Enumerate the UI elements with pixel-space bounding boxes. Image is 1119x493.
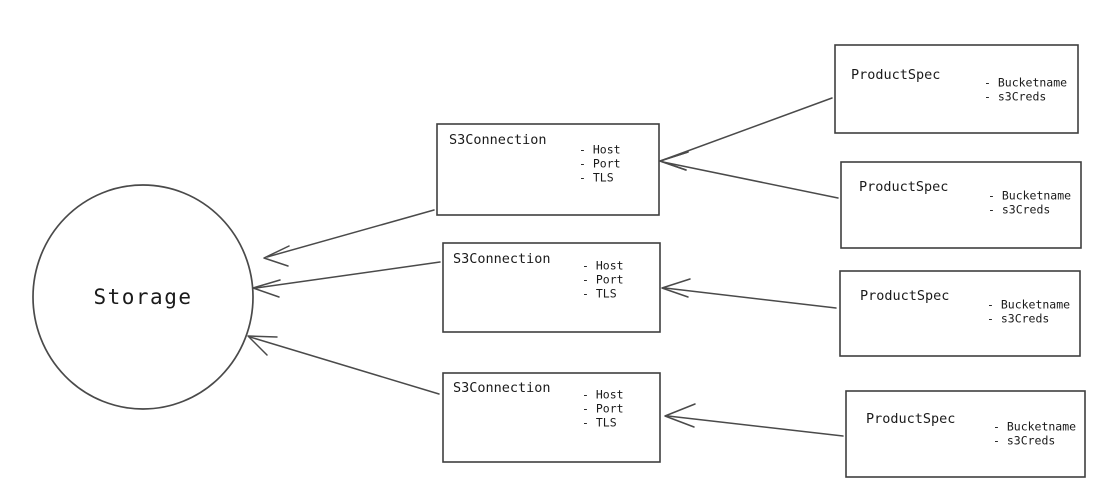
- productspec-2-shape: [840, 161, 1082, 249]
- productspec-2-attr-1: - s3Creds: [988, 203, 1050, 217]
- s3connection-3-shape: [442, 372, 661, 463]
- edge-s3connection-1-to-storage: [263, 209, 435, 267]
- node-s3connection-3[interactable]: S3Connection - Host - Port - TLS: [442, 372, 661, 463]
- s3connection-2-attr-0: - Host: [582, 259, 624, 273]
- productspec-1-attr-1: - s3Creds: [984, 90, 1046, 104]
- s3connection-1-shape: [436, 123, 660, 216]
- productspec-1-attr-0: - Bucketname: [984, 76, 1067, 90]
- productspec-4-shape: [845, 390, 1086, 478]
- s3connection-1-attr-1: - Port: [579, 157, 621, 171]
- s3connection-3-attr-0: - Host: [582, 388, 624, 402]
- productspec-1-title: ProductSpec: [851, 67, 940, 83]
- productspec-3-shape: [839, 270, 1081, 357]
- node-s3connection-1[interactable]: S3Connection - Host - Port - TLS: [436, 123, 660, 216]
- node-productspec-2[interactable]: ProductSpec - Bucketname - s3Creds: [840, 161, 1082, 249]
- edge-productspec-4-to-s3connection-3: [664, 403, 844, 437]
- edge-s3connection-2-to-storage: [252, 261, 441, 298]
- productspec-3-attr-1: - s3Creds: [987, 312, 1049, 326]
- edge-productspec-2-to-s3connection-1: [659, 151, 839, 199]
- node-storage[interactable]: Storage: [32, 184, 254, 410]
- s3connection-2-attr-2: - TLS: [582, 287, 617, 301]
- storage-circle-shape: [32, 184, 254, 410]
- s3connection-2-shape: [442, 242, 661, 333]
- productspec-2-title: ProductSpec: [859, 179, 948, 195]
- node-productspec-1[interactable]: ProductSpec - Bucketname - s3Creds: [834, 44, 1079, 134]
- node-productspec-4[interactable]: ProductSpec - Bucketname - s3Creds: [845, 390, 1086, 478]
- s3connection-1-title: S3Connection: [449, 132, 547, 148]
- productspec-3-title: ProductSpec: [860, 288, 949, 304]
- edge-productspec-3-to-s3connection-2: [661, 278, 837, 309]
- node-productspec-3[interactable]: ProductSpec - Bucketname - s3Creds: [839, 270, 1081, 357]
- productspec-3-attr-0: - Bucketname: [987, 298, 1070, 312]
- s3connection-3-attr-2: - TLS: [582, 416, 617, 430]
- productspec-4-attr-1: - s3Creds: [993, 434, 1055, 448]
- productspec-1-shape: [834, 44, 1079, 134]
- edge-s3connection-3-to-storage: [247, 335, 440, 395]
- s3connection-3-title: S3Connection: [453, 380, 551, 396]
- s3connection-2-attr-1: - Port: [582, 273, 624, 287]
- storage-label: Storage: [93, 285, 192, 309]
- s3connection-3-attr-1: - Port: [582, 402, 624, 416]
- productspec-4-title: ProductSpec: [866, 411, 955, 427]
- productspec-2-attr-0: - Bucketname: [988, 189, 1071, 203]
- node-s3connection-2[interactable]: S3Connection - Host - Port - TLS: [442, 242, 661, 333]
- edge-productspec-1-to-s3connection-1: [659, 97, 833, 171]
- s3connection-1-attr-0: - Host: [579, 143, 621, 157]
- s3connection-2-title: S3Connection: [453, 251, 551, 267]
- s3connection-1-attr-2: - TLS: [579, 171, 614, 185]
- productspec-4-attr-0: - Bucketname: [993, 420, 1076, 434]
